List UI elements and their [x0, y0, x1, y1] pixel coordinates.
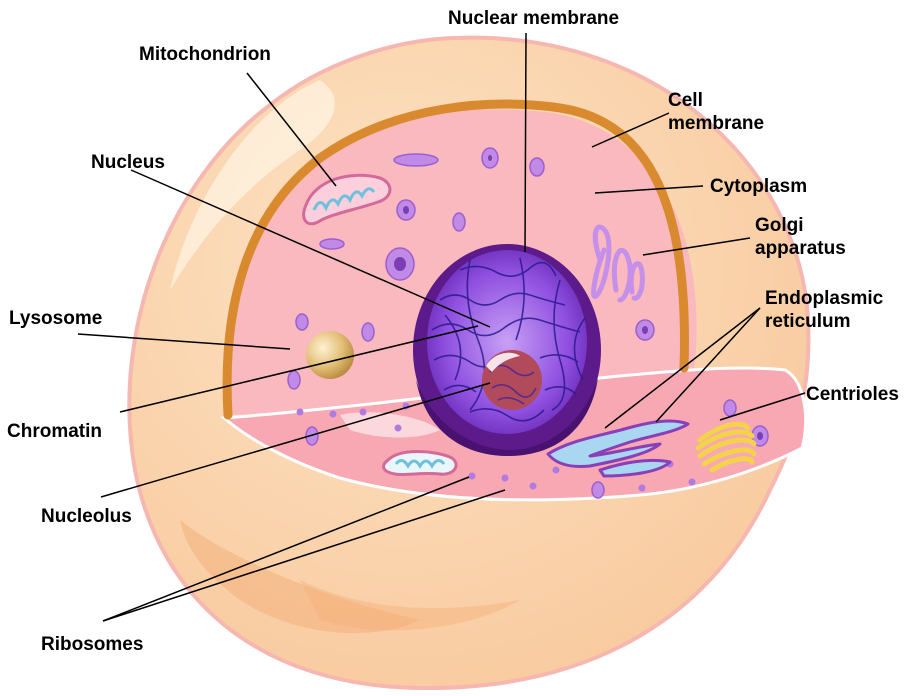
nucleus-organelle — [413, 244, 601, 456]
label-cell-membrane-line1: Cell — [668, 89, 764, 112]
label-cell-membrane: Cell membrane — [668, 89, 764, 135]
label-er-line1: Endoplasmic — [765, 287, 883, 310]
label-nucleolus: Nucleolus — [41, 505, 132, 528]
label-nucleus: Nucleus — [91, 151, 165, 174]
mitochondrion-lower — [384, 452, 457, 475]
nucleolus-organelle — [482, 350, 542, 410]
label-golgi-apparatus: Golgi apparatus — [755, 214, 846, 260]
label-er-line2: reticulum — [765, 310, 883, 333]
label-nuclear-membrane: Nuclear membrane — [448, 7, 619, 30]
label-cell-membrane-line2: membrane — [668, 112, 764, 135]
label-ribosomes: Ribosomes — [41, 633, 143, 656]
label-endoplasmic-reticulum: Endoplasmic reticulum — [765, 287, 883, 333]
lysosome-organelle — [306, 331, 354, 379]
label-cytoplasm: Cytoplasm — [710, 175, 807, 198]
label-golgi-line1: Golgi — [755, 214, 846, 237]
label-lysosome: Lysosome — [9, 307, 102, 330]
label-mitochondrion: Mitochondrion — [139, 43, 271, 66]
label-centrioles: Centrioles — [806, 383, 899, 406]
label-golgi-line2: apparatus — [755, 237, 846, 260]
label-chromatin: Chromatin — [7, 420, 102, 443]
